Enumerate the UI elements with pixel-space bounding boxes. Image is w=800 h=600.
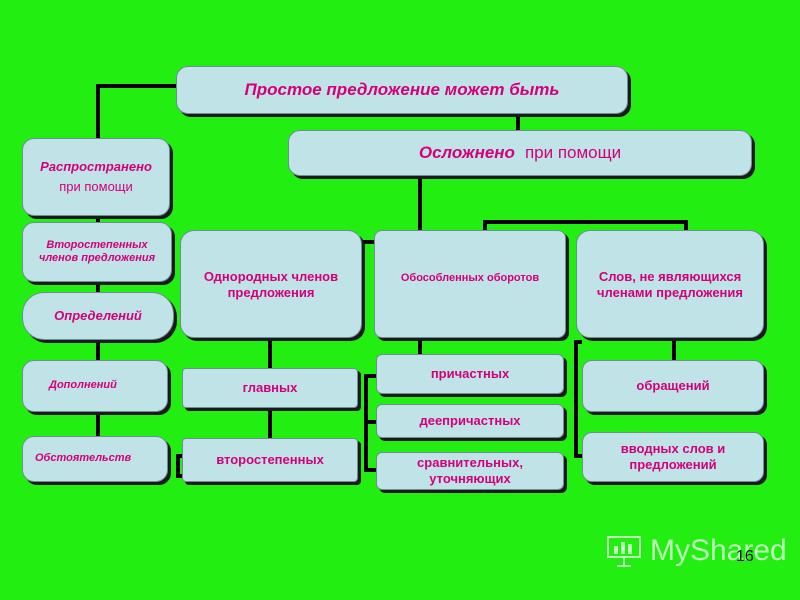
nonmembers-label: Слов, не являющихся членами предложения	[596, 269, 743, 300]
complicated-title: Осложнено	[418, 142, 515, 162]
spread-item-circumstances: Обстоятельств	[22, 436, 168, 482]
root-box: Простое предложение может быть	[176, 66, 628, 114]
complicated-subtitle: при помощи	[524, 142, 622, 162]
homogeneous-item-label: главных	[242, 380, 298, 396]
homogeneous-box: Однородных членов предложения	[180, 230, 362, 338]
connector-nonmembers-side	[574, 340, 582, 458]
nonmembers-item-address: обращений	[582, 360, 764, 412]
presentation-icon	[606, 534, 642, 568]
isolated-label: Обособленных оборотов	[400, 272, 540, 285]
watermark-text: MyShared	[650, 534, 787, 567]
nonmembers-item-label: вводных слов и предложений	[620, 441, 726, 472]
nonmembers-item-label: обращений	[636, 378, 710, 394]
homogeneous-item-label: второстепенных	[216, 452, 324, 468]
nonmembers-box: Слов, не являющихся членами предложения	[576, 230, 764, 338]
connector-bus-right	[483, 220, 688, 232]
connector-homogeneous-second	[176, 454, 182, 478]
spread-box: Распространено при помощи	[22, 138, 170, 216]
spread-members-box: Второстепенных членов предложения	[22, 222, 172, 282]
spread-members-label: Второстепенных членов предложения	[38, 238, 156, 264]
isolated-item-comparative: сравнительных, уточняющих	[376, 452, 564, 490]
spread-item-definitions: Определений	[22, 292, 174, 340]
nonmembers-item-introductory: вводных слов и предложений	[582, 432, 764, 482]
watermark: MyShared	[606, 534, 787, 568]
root-label: Простое предложение может быть	[244, 79, 560, 99]
homogeneous-item-main: главных	[182, 368, 358, 408]
isolated-item-label: деепричастных	[419, 413, 521, 429]
isolated-item-adverbial: деепричастных	[376, 404, 564, 438]
homogeneous-label: Однородных членов предложения	[203, 269, 339, 300]
isolated-item-label: причастных	[430, 366, 510, 382]
homogeneous-item-secondary: второстепенных	[182, 438, 358, 482]
connector-root-spread	[96, 84, 178, 140]
isolated-box: Обособленных оборотов	[374, 230, 566, 338]
page-number: 16	[736, 548, 754, 565]
spread-subtitle: при помощи	[59, 179, 133, 194]
spread-item-label: Обстоятельств	[35, 452, 132, 465]
spread-item-label: Дополнений	[49, 379, 117, 392]
spread-item-objects: Дополнений	[22, 360, 168, 412]
spread-item-label: Определений	[54, 308, 142, 324]
spread-title: Распространено	[40, 159, 152, 175]
isolated-item-label: сравнительных, уточняющих	[417, 455, 523, 486]
complicated-box: Осложнено при помощи	[288, 130, 752, 176]
isolated-item-participial: причастных	[376, 354, 564, 394]
